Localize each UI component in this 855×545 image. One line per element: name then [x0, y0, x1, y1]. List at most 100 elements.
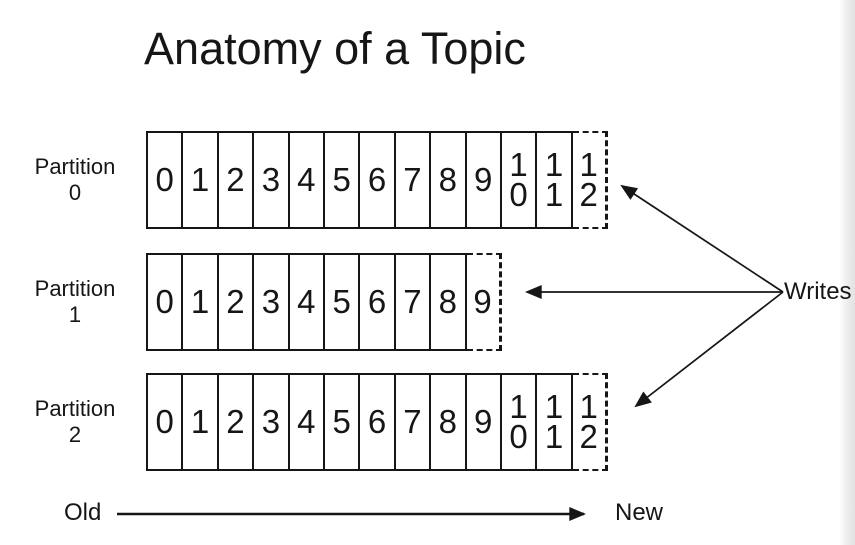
- offset-cell: 8: [431, 255, 464, 349]
- offset-cell: 7: [396, 133, 432, 227]
- offset-cell: 8: [431, 375, 467, 469]
- offset-digit: 1: [544, 388, 564, 425]
- offset-cell: 9: [467, 375, 502, 469]
- offset-cell: 0: [148, 255, 184, 349]
- offset-digit: 7: [403, 283, 422, 320]
- offset-cell: 0: [148, 133, 184, 227]
- offset-digit: 3: [261, 161, 281, 198]
- offset-cell: 3: [254, 255, 290, 349]
- partition-label-number: 2: [68, 422, 82, 447]
- offset-cell: 7: [396, 375, 432, 469]
- offset-cell: 4: [290, 255, 325, 349]
- offset-digit: 1: [544, 146, 564, 183]
- offset-digit: 5: [332, 403, 351, 440]
- offset-cell: 1: [183, 133, 219, 227]
- offset-cell: 3: [254, 133, 290, 227]
- offset-digit: 5: [332, 161, 351, 198]
- offset-cell: 9: [467, 133, 502, 227]
- offset-digit: 4: [297, 283, 316, 320]
- writes-arrow-partition-2: [634, 291, 784, 408]
- offset-digit: 0: [155, 161, 174, 198]
- partition-label-name: Partition: [34, 154, 116, 179]
- offset-digit: 4: [297, 403, 316, 440]
- offset-digit: 1: [509, 388, 528, 425]
- offset-digit: 0: [509, 418, 528, 455]
- offset-digit: 2: [226, 161, 245, 198]
- offset-cell: 1: [183, 375, 219, 469]
- offset-digit: 0: [155, 403, 174, 440]
- offset-digit: 2: [226, 283, 245, 320]
- offset-cell: 5: [325, 133, 361, 227]
- old-axis-label: Old: [64, 499, 102, 526]
- offset-digit: 1: [190, 403, 210, 440]
- page-title: Anatomy of a Topic: [144, 23, 526, 74]
- offset-digit: 8: [438, 403, 457, 440]
- offset-digit: 1: [544, 418, 564, 455]
- offset-cell: 2: [219, 255, 255, 349]
- offset-digit: 2: [579, 418, 598, 455]
- offset-digit: 6: [367, 283, 387, 320]
- partition-label-name: Partition: [34, 276, 116, 301]
- offset-digit: 9: [474, 161, 493, 198]
- offset-cell: 6: [360, 375, 396, 469]
- offset-digit: 8: [438, 161, 457, 198]
- offset-cell: 4: [290, 133, 325, 227]
- offset-digit: 4: [297, 161, 316, 198]
- offset-cell: 3: [254, 375, 290, 469]
- offset-digit: 1: [544, 176, 564, 213]
- writes-arrow-partition-0: [620, 184, 784, 293]
- offset-cell: 6: [360, 255, 396, 349]
- offset-digit: 6: [367, 161, 387, 198]
- offset-digit: 1: [190, 161, 210, 198]
- offset-digit: 1: [190, 283, 210, 320]
- partition-label-number: 0: [68, 180, 82, 205]
- offset-cell: 5: [325, 255, 361, 349]
- offset-digit: 1: [509, 146, 528, 183]
- offset-cell: 2: [219, 133, 255, 227]
- offset-digit: 0: [509, 176, 528, 213]
- partition-label-name: Partition: [34, 396, 116, 421]
- offset-cell: 0: [148, 375, 184, 469]
- offset-digit: 1: [579, 388, 598, 425]
- new-axis-label: New: [615, 499, 664, 526]
- offset-cell: 6: [360, 133, 396, 227]
- offset-cell: 5: [325, 375, 361, 469]
- screenshot-edge-shading: [839, 0, 855, 545]
- offset-cell: 7: [396, 255, 432, 349]
- partition-label-number: 1: [68, 302, 82, 327]
- next-offset-cell: 9: [466, 253, 502, 351]
- offset-digit: 9: [474, 403, 493, 440]
- offset-digit: 7: [403, 403, 422, 440]
- offset-digit: 3: [261, 403, 281, 440]
- offset-digit: 3: [261, 283, 281, 320]
- offset-cell: 1: [183, 255, 219, 349]
- offset-digit: 5: [332, 283, 351, 320]
- offset-digit: 9: [473, 283, 492, 320]
- offset-cell: 4: [290, 375, 325, 469]
- offset-digit: 6: [367, 403, 387, 440]
- offset-digit: 7: [403, 161, 422, 198]
- offset-digit: 0: [155, 283, 174, 320]
- offset-cell: 2: [219, 375, 255, 469]
- offset-digit: 2: [579, 176, 598, 213]
- writes-label: Writes: [784, 278, 852, 305]
- offset-cell: 8: [431, 133, 467, 227]
